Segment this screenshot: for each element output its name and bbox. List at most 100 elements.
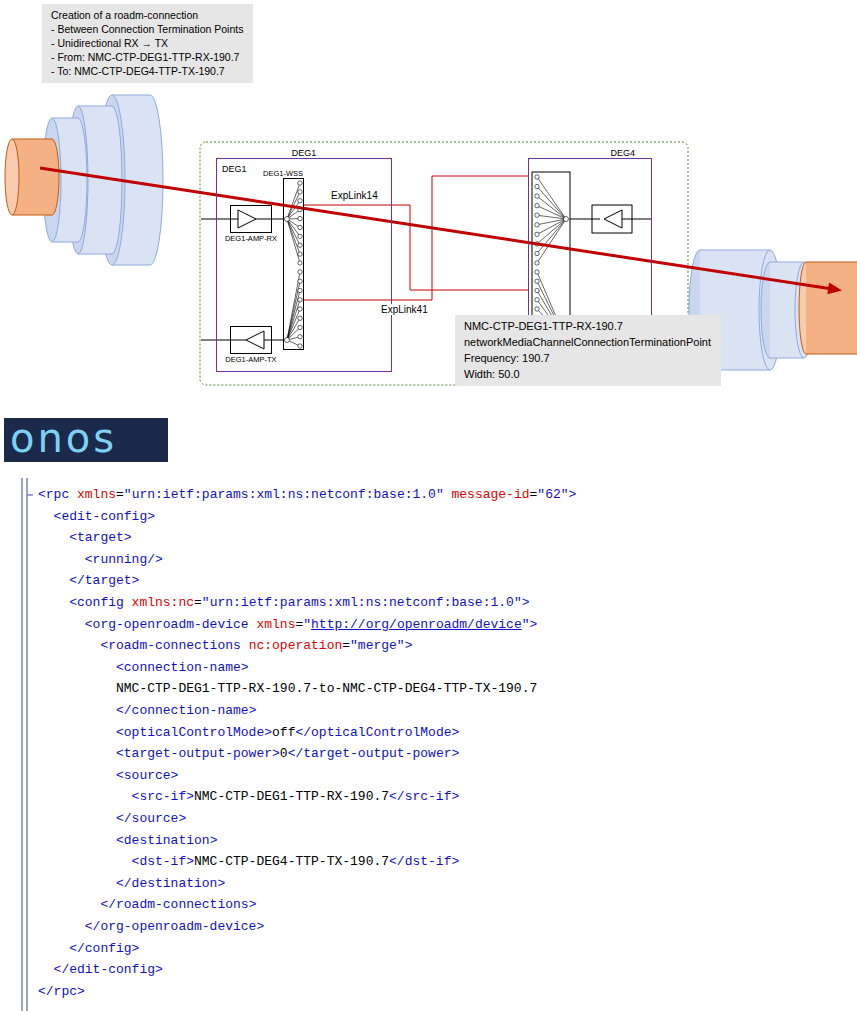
- code-token: </src-if: [389, 789, 451, 804]
- fiber-line: [201, 219, 216, 220]
- port-circle: [298, 288, 302, 292]
- port-circle: [298, 199, 302, 203]
- code-token: >: [132, 573, 140, 588]
- fan-line: [287, 300, 300, 340]
- code-token: >: [155, 962, 163, 977]
- code-token: off: [272, 725, 295, 740]
- code-token: </target: [69, 573, 131, 588]
- code-token: <connection-name: [116, 660, 241, 675]
- amp-line: [632, 219, 652, 220]
- code-token: =: [530, 487, 538, 502]
- code-token: </rpc: [38, 984, 77, 999]
- fan-line: [537, 219, 566, 263]
- port-circle: [298, 316, 302, 320]
- code-token: </destination: [116, 876, 217, 891]
- disc-edge: [112, 95, 150, 96]
- code-token: <target: [69, 530, 124, 545]
- code-token: <opticalControlMode: [116, 725, 264, 740]
- connection-arrow: [40, 168, 829, 289]
- code-token: >: [124, 530, 132, 545]
- code-line: <destination>: [116, 833, 217, 849]
- fan-line: [537, 196, 566, 219]
- amp-line: [230, 340, 246, 341]
- amp-symbol: [604, 210, 622, 228]
- node-text: - Unidirectional RX → TX: [51, 36, 244, 50]
- code-token: <config: [69, 595, 124, 610]
- port-circle: [535, 175, 539, 179]
- code-token: xmlns: [69, 487, 116, 502]
- fiber-edge: [806, 354, 857, 355]
- amp-line: [264, 340, 272, 341]
- code-line: <org-openroadm-device xmlns="http://org/…: [85, 617, 538, 633]
- node-text: networkMediaChannelConnectionTermination…: [464, 334, 712, 350]
- node-text: Creation of a roadm-connection: [51, 8, 244, 22]
- code-line: <config xmlns:nc="urn:ietf:params:xml:ns…: [69, 595, 529, 611]
- port-circle: [535, 261, 539, 265]
- code-line: <target>: [69, 530, 131, 546]
- code-token: >: [77, 984, 85, 999]
- code-token: </dst-if: [389, 854, 451, 869]
- code-line: <dst-if>NMC-CTP-DEG4-TTP-TX-190.7</dst-i…: [132, 854, 460, 870]
- code-token: =: [194, 595, 202, 610]
- code-token: </org-openroadm-device: [85, 919, 257, 934]
- amp-line: [592, 219, 600, 220]
- code-token: >: [210, 833, 218, 848]
- code-token: >: [186, 789, 194, 804]
- code-token: <destination: [116, 833, 210, 848]
- amp-box: [592, 205, 632, 233]
- code-tick: [27, 494, 33, 496]
- code-line: </edit-config>: [54, 962, 163, 978]
- fiber-face: [5, 139, 19, 215]
- code-token: >: [451, 789, 459, 804]
- port-circle: [298, 261, 302, 265]
- link-label: ExpLink14: [330, 190, 379, 201]
- code-token: >: [186, 854, 194, 869]
- code-token: NMC-CTP-DEG4-TTP-TX-190.7: [194, 854, 389, 869]
- fiber-edge: [12, 139, 52, 140]
- code-token: >: [256, 919, 264, 934]
- code-line: </source>: [116, 811, 186, 827]
- code-line: <roadm-connections nc:operation="merge">: [100, 638, 412, 654]
- port-circle: [298, 325, 302, 329]
- code-line: </connection-name>: [116, 703, 256, 719]
- code-token: />: [147, 552, 163, 567]
- amp-symbol: [238, 210, 256, 228]
- code-token: >: [569, 487, 577, 502]
- port-circle: [535, 203, 539, 207]
- disc-edge: [52, 242, 78, 243]
- amplifier-box: DEG1-AMP-TX: [230, 326, 272, 354]
- port-circle: [535, 251, 539, 255]
- node-text: - From: NMC-CTP-DEG1-TTP-RX-190.7: [51, 50, 244, 64]
- node-text: DEG1: [222, 164, 247, 174]
- code-token: =: [342, 638, 350, 653]
- code-token: "urn:ietf:params:xml:ns:netconf:base:1.0…: [202, 595, 522, 610]
- port-circle: [535, 279, 539, 283]
- disc-edge: [770, 358, 804, 359]
- code-token: >: [171, 768, 179, 783]
- code-line: <source>: [116, 768, 178, 784]
- internal-link: [272, 340, 283, 341]
- code-token: xmlns:nc: [124, 595, 194, 610]
- code-token: >: [451, 746, 459, 761]
- code-token: =: [116, 487, 124, 502]
- code-token: <running: [85, 552, 147, 567]
- code-token: </opticalControlMode: [295, 725, 451, 740]
- code-token: >: [405, 638, 413, 653]
- disc-edge: [112, 265, 150, 266]
- code-token: >: [241, 660, 249, 675]
- code-line: <rpc xmlns="urn:ietf:params:xml:ns:netco…: [38, 487, 576, 503]
- code-line: <src-if>NMC-CTP-DEG1-TTP-RX-190.7</src-i…: [132, 789, 460, 805]
- arrow-head: [827, 283, 842, 295]
- code-token: 0: [280, 746, 288, 761]
- amplifier-box: DEG1-AMP-RX: [230, 205, 272, 233]
- code-token: </edit-config: [54, 962, 155, 977]
- port-circle: [285, 338, 290, 343]
- code-token: <edit-config: [54, 509, 148, 524]
- code-token: >: [272, 746, 280, 761]
- code-line: <target-output-power>0</target-output-po…: [116, 746, 459, 762]
- code-token: nc:operation: [241, 638, 342, 653]
- code-token: <source: [116, 768, 171, 783]
- port-circle: [535, 232, 539, 236]
- port-circle: [298, 181, 302, 185]
- disc-edge: [700, 250, 770, 251]
